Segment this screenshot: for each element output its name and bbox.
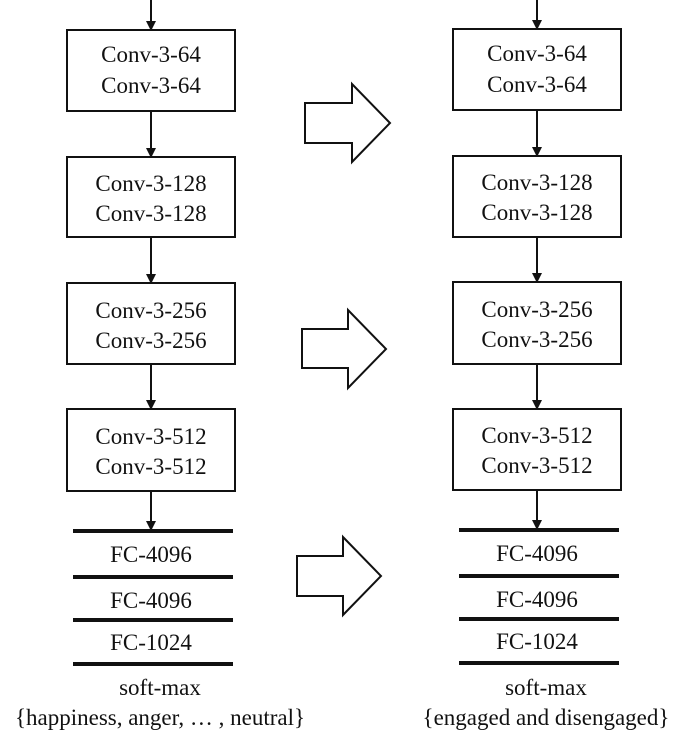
right-conv-256-line2: Conv-3-256 xyxy=(481,327,592,352)
left-conv-512-line1: Conv-3-512 xyxy=(95,424,206,449)
right-network: Conv-3-64 Conv-3-64 Conv-3-128 Conv-3-12… xyxy=(423,0,670,730)
left-conv-128-block: Conv-3-128 Conv-3-128 xyxy=(66,156,236,238)
transfer-arrow-conv-256 xyxy=(301,307,388,391)
left-conv-256-line2: Conv-3-256 xyxy=(95,328,206,353)
right-fc-layer-1: FC-4096 xyxy=(496,541,578,566)
right-conv-128-block: Conv-3-128 Conv-3-128 xyxy=(452,155,622,238)
right-fc-stack: FC-4096 FC-4096 FC-1024 xyxy=(459,528,619,665)
right-softmax-label: soft-max xyxy=(505,675,587,700)
transfer-arrow-conv-64 xyxy=(304,81,392,165)
right-conv-512-line1: Conv-3-512 xyxy=(481,423,592,448)
left-conv-128-line1: Conv-3-128 xyxy=(95,171,206,196)
left-fc-layer-3: FC-1024 xyxy=(110,630,192,655)
left-conv-256-line1: Conv-3-256 xyxy=(95,298,206,323)
right-conv-256-line1: Conv-3-256 xyxy=(481,297,592,322)
right-conv-64-line2: Conv-3-64 xyxy=(487,72,587,97)
left-conv-512-line2: Conv-3-512 xyxy=(95,454,206,479)
right-conv-64-line1: Conv-3-64 xyxy=(487,41,587,66)
right-conv-512-line2: Conv-3-512 xyxy=(481,453,592,478)
right-conv-128-line1: Conv-3-128 xyxy=(481,170,592,195)
left-fc-stack: FC-4096 FC-4096 FC-1024 xyxy=(73,529,233,666)
right-fc-layer-3: FC-1024 xyxy=(496,629,578,654)
left-conv-64-line1: Conv-3-64 xyxy=(101,42,201,67)
left-conv-64-line2: Conv-3-64 xyxy=(101,73,201,98)
left-conv-128-line2: Conv-3-128 xyxy=(95,201,206,226)
left-conv-64-block: Conv-3-64 Conv-3-64 xyxy=(66,29,236,112)
left-network: Conv-3-64 Conv-3-64 Conv-3-128 Conv-3-12… xyxy=(15,0,305,730)
left-classes-label: {happiness, anger, … , neutral} xyxy=(15,705,305,730)
left-fc-layer-1: FC-4096 xyxy=(110,542,192,567)
left-softmax-label: soft-max xyxy=(119,675,201,700)
right-conv-128-line2: Conv-3-128 xyxy=(481,200,592,225)
transfer-arrows xyxy=(296,81,392,618)
right-conv-512-block: Conv-3-512 Conv-3-512 xyxy=(452,408,622,491)
transfer-arrow-fc xyxy=(296,534,383,618)
right-classes-label: {engaged and disengaged} xyxy=(423,705,670,730)
right-conv-256-block: Conv-3-256 Conv-3-256 xyxy=(452,281,622,365)
right-fc-layer-2: FC-4096 xyxy=(496,587,578,612)
left-conv-256-block: Conv-3-256 Conv-3-256 xyxy=(66,282,236,365)
left-fc-layer-2: FC-4096 xyxy=(110,588,192,613)
right-conv-64-block: Conv-3-64 Conv-3-64 xyxy=(452,28,622,111)
left-conv-512-block: Conv-3-512 Conv-3-512 xyxy=(66,408,236,492)
